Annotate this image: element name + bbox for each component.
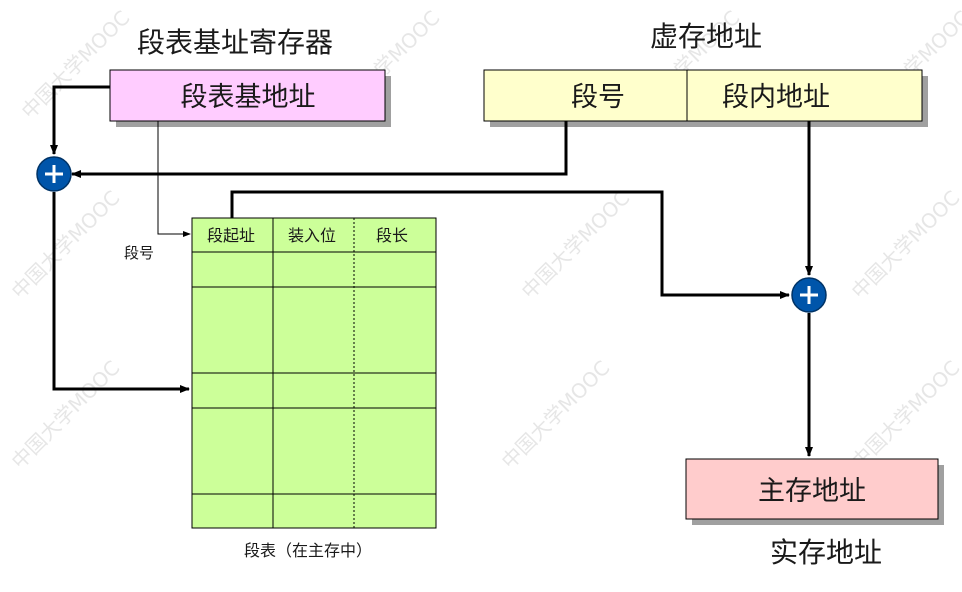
segment-offset-field: 段内地址 — [722, 82, 830, 113]
table-header-start-address: 段起址 — [207, 226, 255, 245]
segment-base-address-label: 段表基地址 — [181, 82, 316, 113]
main-memory-address-label: 主存地址 — [758, 476, 866, 507]
segment-table: 段起址 装入位 段长 — [191, 217, 437, 529]
arrow-start-address-to-adder — [230, 190, 790, 299]
segment-number-side-label: 段号 — [124, 244, 154, 262]
arrow-adder-to-table-entry — [52, 192, 190, 393]
watermark-text: 中国大学MOOC — [847, 186, 962, 304]
table-header-load-bit: 装入位 — [288, 226, 336, 245]
real-address-title: 实存地址 — [770, 536, 882, 569]
table-header-segment-length: 段长 — [376, 226, 408, 245]
watermark-text: 中国大学MOOC — [497, 356, 615, 474]
watermark-text: 中国大学MOOC — [517, 186, 635, 304]
adder-right — [791, 277, 827, 313]
main-memory-address-box — [685, 458, 939, 520]
virtual-address-box — [483, 69, 923, 122]
segment-base-register-box — [109, 69, 386, 122]
segment-number-field: 段号 — [571, 82, 625, 113]
arrow-segment-number-to-adder — [71, 121, 568, 178]
arrow-register-to-adder — [50, 85, 110, 155]
watermark-text: 中国大学MOOC — [7, 356, 125, 474]
watermark-text: 中国大学MOOC — [7, 186, 125, 304]
virtual-address-title: 虚存地址 — [650, 20, 762, 53]
segment-table-caption: 段表（在主存中） — [244, 541, 372, 560]
watermark-text: 中国大学MOOC — [847, 356, 962, 474]
segment-base-register-title: 段表基址寄存器 — [137, 26, 333, 59]
adder-left — [36, 156, 72, 192]
arrow-thin-register-to-table — [157, 121, 191, 237]
